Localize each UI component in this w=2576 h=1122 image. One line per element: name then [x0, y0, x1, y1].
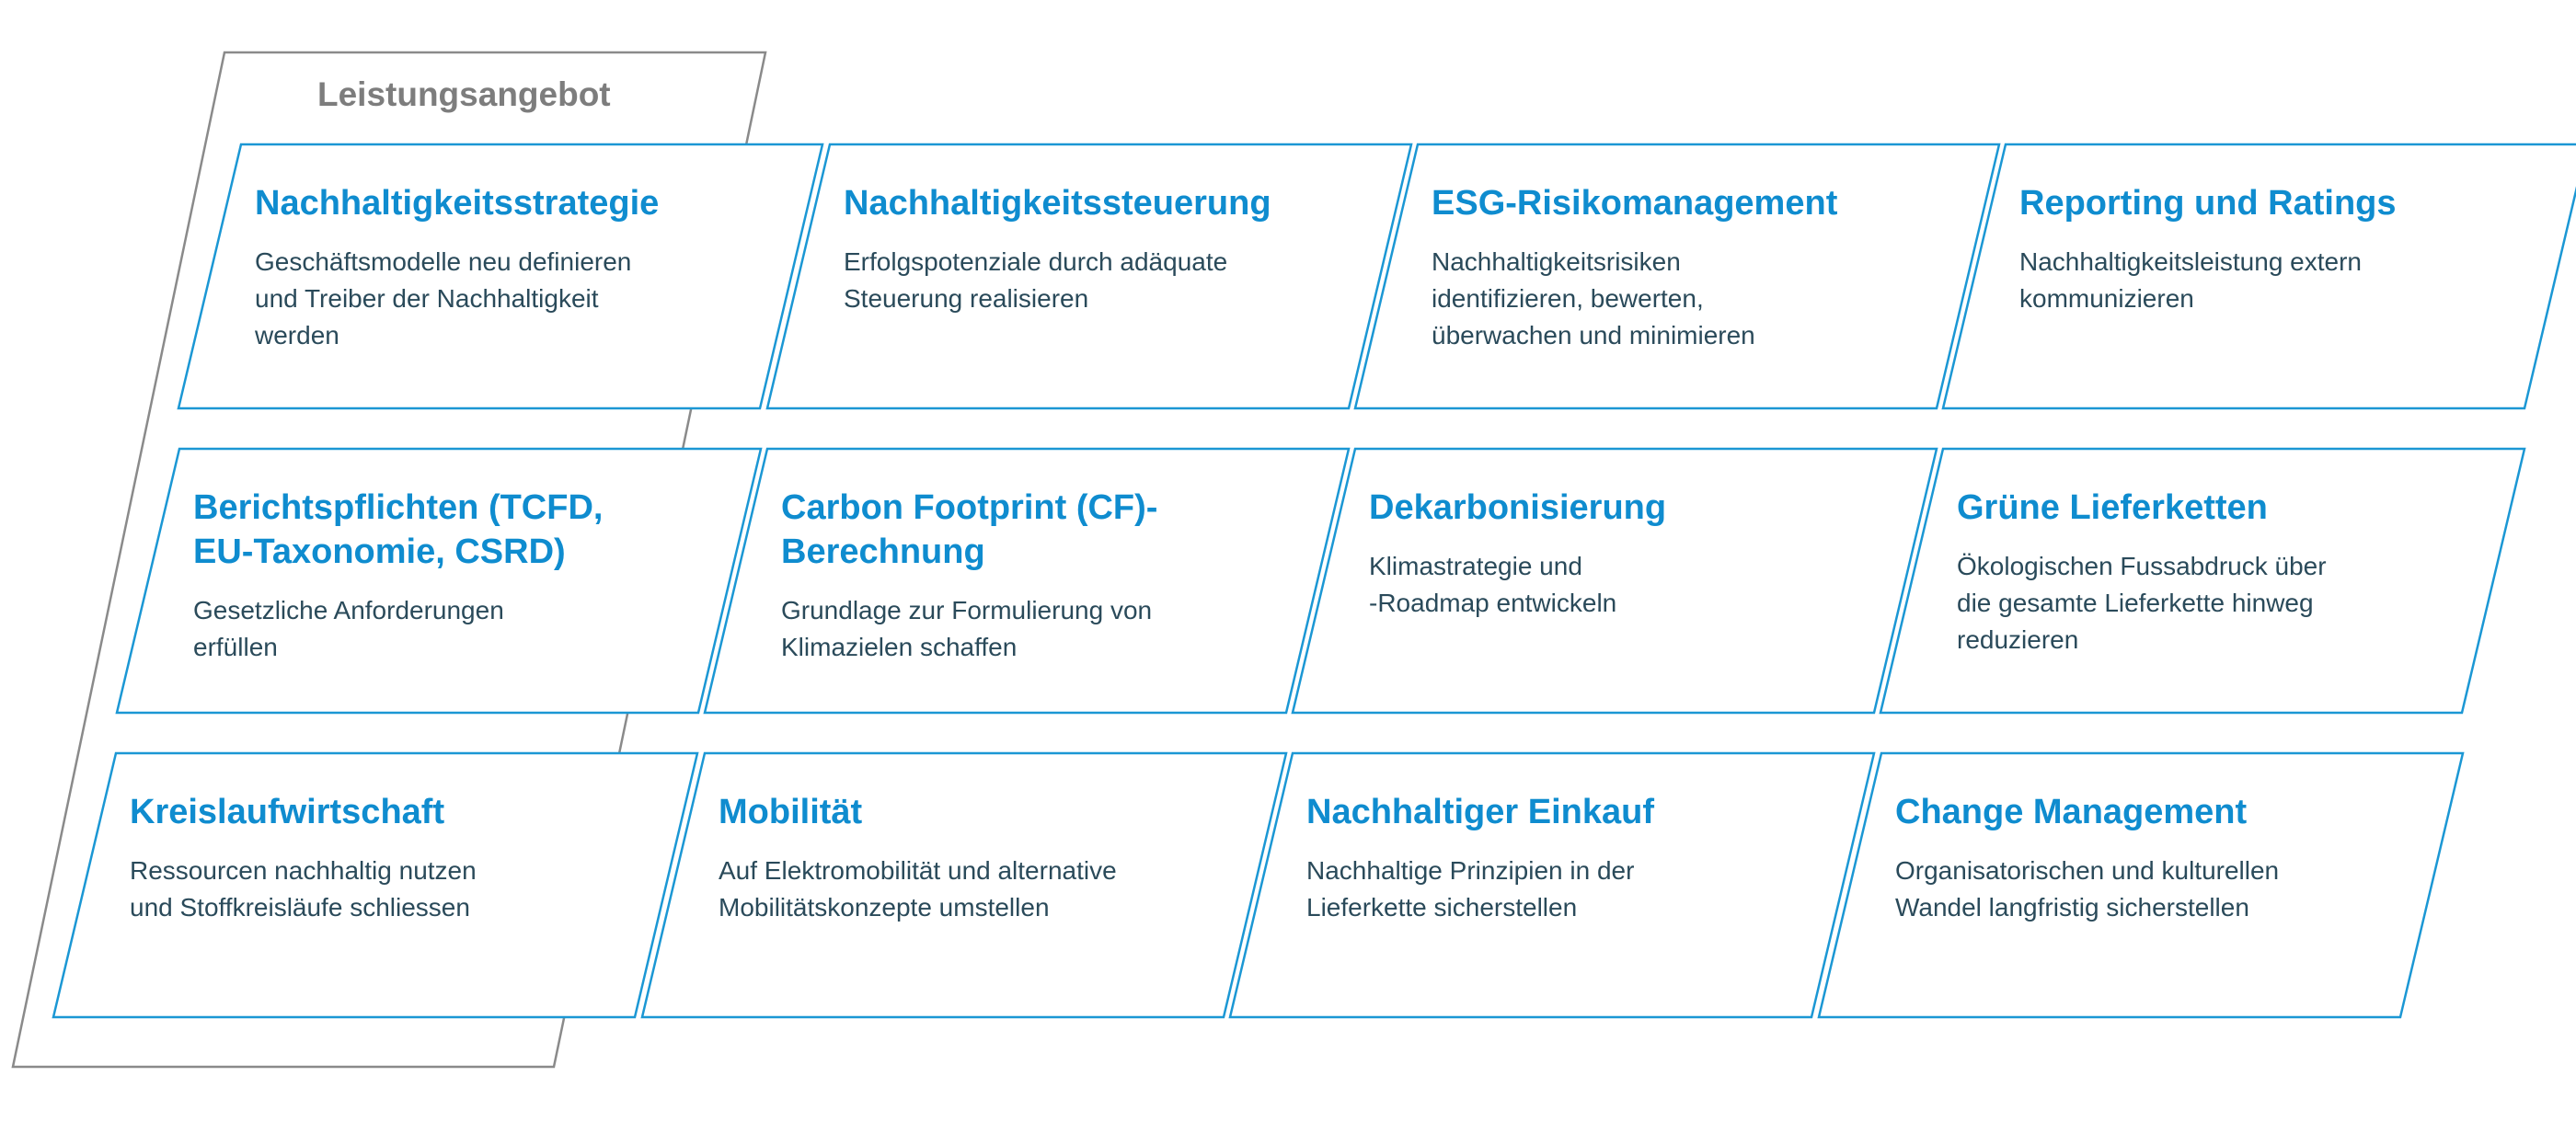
service-card-title-line: Berechnung [781, 532, 985, 571]
service-card-title: Nachhaltiger Einkauf [1306, 790, 1739, 834]
service-card-description: Klimastrategie und -Roadmap entwickeln [1369, 548, 1801, 622]
service-card-description: Geschäftsmodelle neu definieren und Treib… [255, 244, 687, 354]
group-title: Leistungsangebot [317, 75, 611, 113]
service-card-title: Change Management [1895, 790, 2328, 834]
service-card-description-line: erfüllen [193, 633, 278, 661]
service-card-description-line: Nachhaltige Prinzipien in der [1306, 856, 1635, 885]
service-card-description-line: werden [255, 321, 339, 349]
service-card-description-line: die gesamte Lieferkette hinweg [1957, 589, 2314, 617]
service-card-title-line: Grüne Lieferketten [1957, 488, 2268, 527]
service-card-title: Dekarbonisierung [1369, 486, 1801, 530]
service-card-title: Nachhaltigkeitssteuerung [844, 181, 1276, 225]
service-card-description: Gesetzliche Anforderungen erfüllen [193, 592, 626, 666]
service-card-description-line: Gesetzliche Anforderungen [193, 596, 504, 624]
service-card-frame [1941, 143, 2576, 410]
service-card-frame [1228, 751, 1876, 1019]
service-card-description: Ressourcen nachhaltig nutzen und Stoffkre… [130, 853, 562, 926]
service-card-frame [1353, 143, 2001, 410]
service-card-title: Grüne Lieferketten [1957, 486, 2389, 530]
service-card-title-line: Nachhaltiger Einkauf [1306, 793, 1654, 831]
service-card-description-line: Geschäftsmodelle neu definieren [255, 247, 632, 276]
service-card-description-line: Organisatorischen und kulturellen [1895, 856, 2280, 885]
service-card-title: Mobilität [719, 790, 1151, 834]
service-card-title: Carbon Footprint (CF)- Berechnung [781, 486, 1213, 574]
service-card-description-line: Lieferkette sicherstellen [1306, 893, 1578, 922]
service-card-frame [1291, 447, 1938, 715]
service-card-title-line: Change Management [1895, 793, 2248, 831]
service-card-description-line: Nachhaltigkeitsleistung extern [2019, 247, 2362, 276]
service-card-description-line: identifizieren, bewerten, [1432, 284, 1704, 313]
service-card-description-line: Nachhaltigkeitsrisiken [1432, 247, 1681, 276]
service-card-description-line: Klimazielen schaffen [781, 633, 1018, 661]
service-card-title-line: Carbon Footprint (CF)- [781, 488, 1158, 527]
service-card-title: Berichtspflichten (TCFD, EU-Taxonomie, CS… [193, 486, 626, 574]
service-card-title-line: Nachhaltigkeitssteuerung [844, 184, 1271, 223]
service-card-description-line: Mobilitätskonzepte umstellen [719, 893, 1050, 922]
service-card-frame [765, 143, 1413, 410]
service-card-frame [1817, 751, 2465, 1019]
service-card-description-line: Klimastrategie und [1369, 552, 1582, 580]
service-card-title-line: EU-Taxonomie, CSRD) [193, 532, 566, 571]
service-card-title-line: Reporting und Ratings [2019, 184, 2397, 223]
service-card-title: Kreislaufwirtschaft [130, 790, 562, 834]
service-card-title-line: Mobilität [719, 793, 863, 831]
service-card-description-line: -Roadmap entwickeln [1369, 589, 1617, 617]
service-card-description-line: Auf Elektromobilität und alternative [719, 856, 1117, 885]
service-card-frame [640, 751, 1288, 1019]
service-card-description-line: Wandel langfristig sicherstellen [1895, 893, 2249, 922]
service-card-title-line: Kreislaufwirtschaft [130, 793, 445, 831]
service-card: Berichtspflichten (TCFD, EU-Taxonomie, CS… [193, 486, 626, 666]
service-card-description: Ökologischen Fussabdruck über die gesamte… [1957, 548, 2389, 658]
service-card-frame [1879, 447, 2526, 715]
service-card-description-line: Ökologischen Fussabdruck über [1957, 552, 2327, 580]
service-card-frame [703, 447, 1351, 715]
service-card-frame [115, 447, 763, 715]
service-card-description-line: Erfolgspotenziale durch adäquate [844, 247, 1228, 276]
service-card-title: Nachhaltigkeitsstrategie [255, 181, 687, 225]
service-card-description-line: überwachen und minimieren [1432, 321, 1755, 349]
service-card-title-line: ESG-Risikomanagement [1432, 184, 1838, 223]
service-card-title: Reporting und Ratings [2019, 181, 2452, 225]
service-card-description-line: Ressourcen nachhaltig nutzen [130, 856, 477, 885]
service-card-title-line: Nachhaltigkeitsstrategie [255, 184, 660, 223]
service-card-title: ESG-Risikomanagement [1432, 181, 1864, 225]
service-card-description-line: reduzieren [1957, 625, 2079, 654]
service-card-frame [52, 751, 699, 1019]
service-card-title-line: Dekarbonisierung [1369, 488, 1667, 527]
service-card-description-line: Steuerung realisieren [844, 284, 1089, 313]
service-card-description: Nachhaltigkeitsleistung extern kommunizie… [2019, 244, 2452, 317]
service-card-description-line: kommunizieren [2019, 284, 2194, 313]
service-card-description-line: und Stoffkreisläufe schliessen [130, 893, 470, 922]
service-card-frame [177, 143, 824, 410]
service-card-description-line: und Treiber der Nachhaltigkeit [255, 284, 599, 313]
service-card-description-line: Grundlage zur Formulierung von [781, 596, 1153, 624]
service-card-description: Nachhaltigkeitsrisiken identifizieren, be… [1432, 244, 1864, 354]
service-card-title-line: Berichtspflichten (TCFD, [193, 488, 604, 527]
